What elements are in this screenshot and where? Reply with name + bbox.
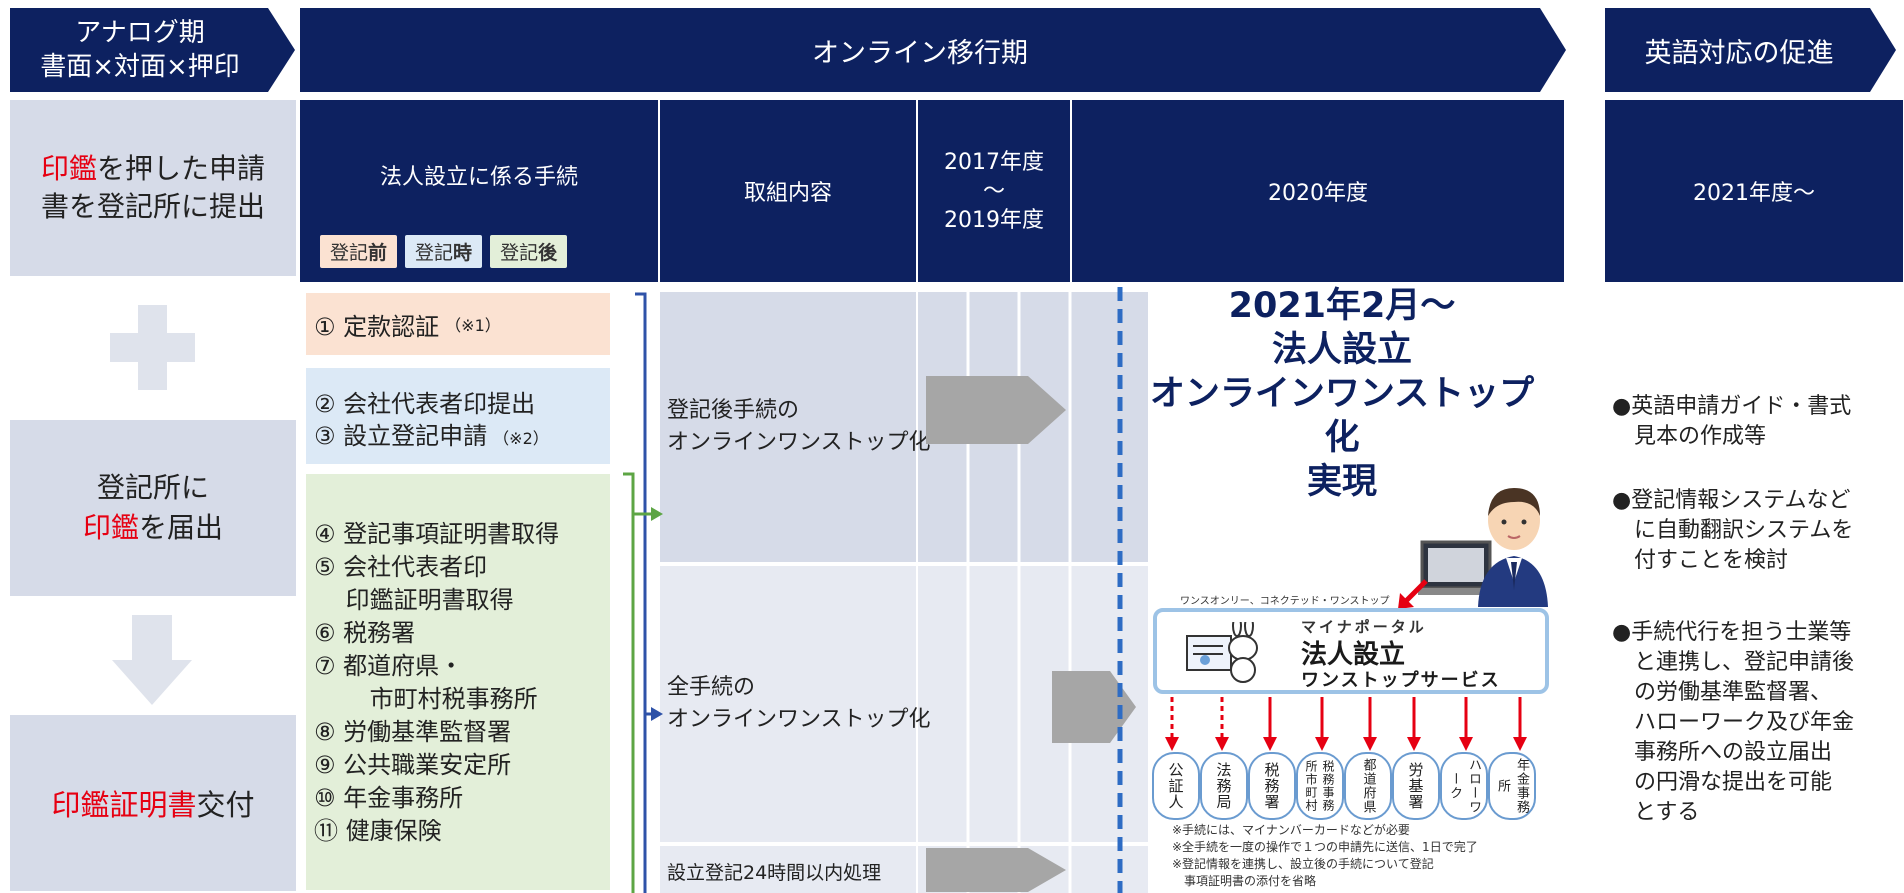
progress-arrow-1	[926, 376, 1066, 444]
initiative-cell-3	[660, 846, 916, 893]
service-note: ※全手続を一度の操作で１つの申請先に送信、1日で完了	[1172, 840, 1478, 854]
procedure-before: ① 定款認証 （※1）	[306, 293, 610, 355]
english-phase-chevron	[1605, 8, 1896, 92]
analog-step-certificate: 印鑑証明書交付	[10, 715, 296, 891]
service-note: 事項証明書の添付を省略	[1172, 874, 1317, 888]
analog-phase-subtitle: 書面×対面×押印	[40, 52, 240, 82]
initiative-2-label: 全手続の オンラインワンストップ化	[667, 675, 931, 732]
office-pill: 法務局	[1200, 752, 1248, 820]
office-pill	[1536, 752, 1550, 816]
english-item-3: ●手続代行を担う士業等 と連携し、登記申請後 の労働基準監督署、 ハローワーク及…	[1612, 620, 1855, 825]
initiative-3-label: 設立登記24時間以内処理	[667, 862, 882, 884]
procedure-before-main: ① 定款認証	[314, 312, 440, 341]
analog-step-certificate-text: 交付	[196, 788, 255, 822]
analog-step-register-text: を届出	[139, 511, 224, 544]
person-icon	[1418, 488, 1548, 607]
service-note: ※登記情報を連携し、設立後の手続について登記	[1172, 857, 1434, 871]
progress-arrow-2	[1052, 671, 1136, 743]
procedure-after-item: ⑦ 都道府県・	[314, 652, 464, 680]
procedure-after-item: ⑥ 税務署	[314, 619, 416, 647]
header-fy2021: 2021年度～	[1605, 100, 1903, 282]
badge-before: 登記前	[320, 235, 398, 268]
analog-step-certificate-red: 印鑑証明書	[51, 788, 197, 822]
header-procedures-label: 法人設立に係る手続	[379, 165, 578, 190]
brackets	[623, 292, 663, 893]
initiative-cell-2	[660, 566, 916, 842]
milestone-line	[1117, 287, 1123, 893]
english-item-2: ●登記情報システムなど に自動翻訳システムを 付すことを検討	[1612, 488, 1854, 573]
milestone-title: 2021年2月～ 法人設立 オンラインワンストップ化 実現	[1149, 286, 1535, 502]
office-pills: 公証人 法務局 税務署 税務事務所市町村 都道府県 労基署 ハローワーク 年金事…	[1150, 752, 1550, 820]
down-arrow-icon	[112, 615, 192, 705]
procedure-during: ② 会社代表者印提出 ③ 設立登記申請（※2）	[306, 368, 610, 464]
procedure-after-item: ⑪ 健康保険	[314, 817, 442, 845]
procedure-after-item: ⑤ 会社代表者印	[314, 553, 488, 581]
service-box: マイナポータル 法人設立 ワンストップサービス	[1153, 608, 1549, 694]
office-pill: 年金事務所	[1488, 752, 1536, 820]
online-phase-chevron	[300, 8, 1566, 92]
pointer-arrow-icon	[1398, 579, 1428, 609]
analog-phase-chevron	[10, 8, 295, 92]
analog-step-register-line1: 登記所に	[96, 471, 209, 504]
analog-step-register-red: 印鑑	[82, 511, 139, 544]
portal-name: マイナポータル	[1301, 618, 1427, 636]
service-note: ※手続には、マイナンバーカードなどが必要	[1172, 823, 1410, 837]
analog-phase-title: アナログ期	[75, 18, 205, 48]
service-arrows	[1165, 697, 1527, 751]
analog-phase-label: アナログ期 書面×対面×押印	[10, 8, 270, 92]
service-notes: ※手続には、マイナンバーカードなどが必要 ※全手続を一度の操作で１つの申請先に送…	[1172, 822, 1478, 890]
procedure-during-item: ③ 設立登記申請（※2）	[314, 422, 549, 450]
english-item-1: ●英語申請ガイド・書式 見本の作成等	[1612, 394, 1852, 449]
procedure-during-item: ② 会社代表者印提出	[314, 390, 536, 418]
badge-after: 登記後	[490, 235, 568, 268]
office-pill: ハローワーク	[1440, 752, 1488, 820]
procedure-before-note: （※1）	[445, 316, 501, 335]
analog-step-submit-text: を押した申請書を登記所に提出	[40, 152, 266, 223]
plus-icon	[110, 305, 195, 390]
initiative-1-label: 登記後手続の オンラインワンストップ化	[667, 398, 931, 455]
badge-during: 登記時	[405, 235, 483, 268]
procedure-after-item: ④ 登記事項証明書取得	[314, 520, 560, 548]
procedure-after-item: 市町村税事務所	[314, 685, 538, 713]
analog-step-register: 登記所に 印鑑を届出	[10, 420, 296, 596]
office-pill: 労基署	[1392, 752, 1440, 820]
header-fy2020: 2020年度	[1072, 100, 1564, 282]
analog-step-submit: 印鑑を押した申請書を登記所に提出	[10, 100, 296, 276]
online-phase-label: オンライン移行期	[812, 37, 1028, 69]
procedure-after-item: ⑨ 公共職業安定所	[314, 751, 512, 779]
procedure-after-item: 印鑑証明書取得	[314, 586, 514, 614]
initiative-cell-1	[660, 292, 916, 562]
analog-step-submit-red: 印鑑	[40, 152, 97, 185]
office-pill: 都道府県	[1344, 752, 1392, 820]
procedure-after: ④ 登記事項証明書取得 ⑤ 会社代表者印 印鑑証明書取得 ⑥ 税務署 ⑦ 都道府…	[306, 474, 610, 890]
header-fy2017-2019: 2017年度 ～ 2019年度	[918, 100, 1070, 282]
header-content: 取組内容	[660, 100, 916, 282]
office-pill: 公証人	[1152, 752, 1200, 820]
procedure-after-item: ⑩ 年金事務所	[314, 784, 464, 812]
procedure-after-item: ⑧ 労働基準監督署	[314, 718, 512, 746]
service-tagline: ワンスオンリー、コネクテッド・ワンストップ	[1180, 596, 1390, 607]
timing-badges: 登記前登記時登記後	[320, 235, 575, 268]
office-pill: 税務事務所市町村	[1296, 752, 1344, 820]
progress-arrow-3	[926, 848, 1066, 892]
header-procedures: 法人設立に係る手続 登記前登記時登記後	[300, 100, 658, 282]
english-phase-label: 英語対応の促進	[1644, 37, 1834, 69]
office-pill: 税務署	[1248, 752, 1296, 820]
phase-arrows	[10, 8, 1896, 92]
service-name-1: 法人設立	[1301, 640, 1406, 670]
service-name-2: ワンストップサービス	[1301, 670, 1501, 691]
portal-mascot-icon	[1186, 622, 1258, 683]
